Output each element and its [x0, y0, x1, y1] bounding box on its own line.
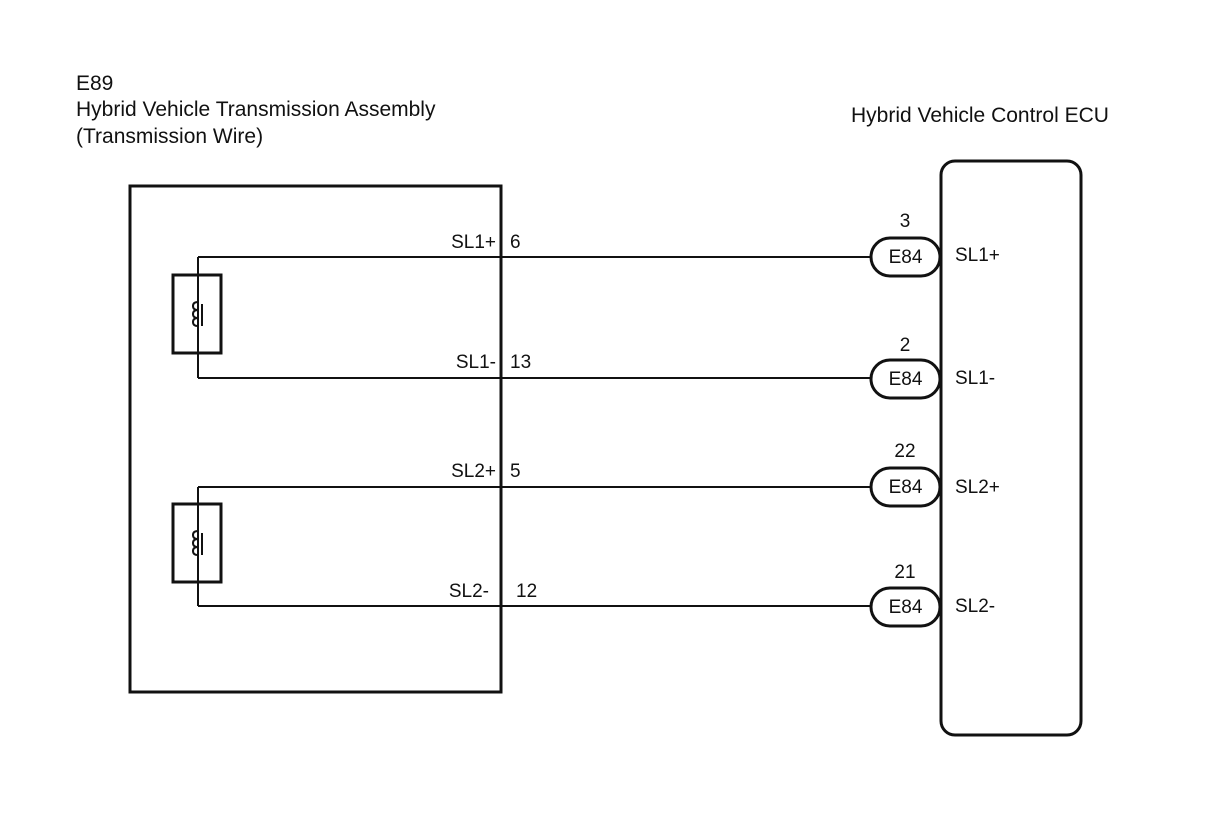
connector-e84-capsule [869, 586, 942, 628]
left-pin-number: 13 [510, 352, 532, 373]
solenoid-coil-icon [171, 257, 223, 378]
ecu-signal-label: SL2+ [955, 477, 1000, 498]
ecu-box [939, 159, 1083, 737]
left-signal-label: SL1+ [451, 232, 496, 253]
ecu-signal-label: SL2- [955, 596, 996, 617]
left-signal-label: SL1- [455, 352, 496, 373]
solenoid-coil-icon [171, 487, 223, 606]
ecu-pin-number: 2 [899, 335, 911, 356]
connector-code: E84 [888, 369, 923, 390]
connector-code: E84 [888, 477, 923, 498]
ecu-title: Hybrid Vehicle Control ECU [851, 104, 1109, 127]
component-name: Hybrid Vehicle Transmission Assembly [76, 98, 436, 121]
transmission-assembly-box [128, 184, 503, 694]
ecu-pin-number: 3 [899, 211, 911, 232]
ecu-pin-number: 21 [894, 562, 916, 583]
left-signal-label: SL2+ [451, 461, 496, 482]
ecu-pin-number: 22 [894, 441, 916, 462]
connector-e84-capsule [869, 358, 942, 400]
component-code: E89 [76, 72, 114, 95]
connector-e84-capsule [869, 236, 942, 278]
left-signal-label: SL2- [448, 581, 489, 602]
left-pin-number: 6 [510, 232, 521, 253]
ecu-signal-label: SL1+ [955, 245, 1000, 266]
connector-code: E84 [888, 247, 923, 268]
component-subtitle: (Transmission Wire) [76, 125, 264, 148]
connector-e84-capsule [869, 466, 942, 508]
connector-code: E84 [888, 597, 923, 618]
ecu-signal-label: SL1- [955, 368, 996, 389]
left-pin-number: 12 [516, 581, 538, 602]
left-pin-number: 5 [510, 461, 521, 482]
